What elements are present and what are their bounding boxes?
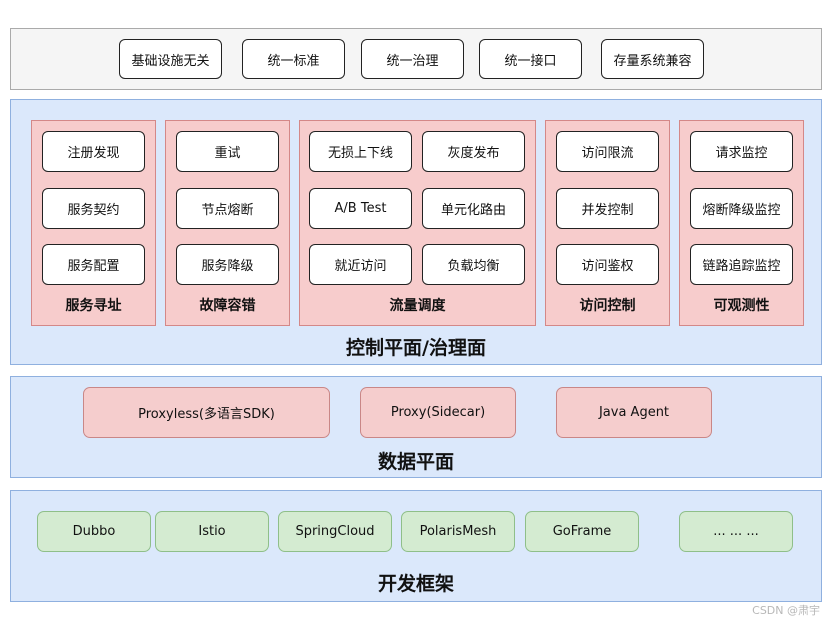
watermark: CSDN @肃宇 [752,604,820,617]
group-item: 请求监控 [690,131,793,172]
group-item: 重试 [176,131,279,172]
group-item: 熔断降级监控 [690,188,793,229]
framework-item: Istio [155,511,269,552]
group-item: 灰度发布 [422,131,525,172]
group-item: 访问限流 [556,131,659,172]
group-item: 无损上下线 [309,131,412,172]
group-item: 服务降级 [176,244,279,285]
group-access-control: 访问限流 并发控制 访问鉴权 访问控制 [545,120,670,326]
principle-box: 统一接口 [479,39,582,79]
group-traffic-scheduling: 无损上下线 灰度发布 A/B Test 单元化路由 就近访问 负载均衡 流量调度 [299,120,536,326]
group-item: A/B Test [309,188,412,229]
group-observability: 请求监控 熔断降级监控 链路追踪监控 可观测性 [679,120,804,326]
principle-box: 统一治理 [361,39,464,79]
group-title: 访问控制 [579,298,636,314]
group-title: 流量调度 [389,298,446,314]
dev-frameworks-title: 开发框架 [377,573,454,595]
data-plane-layer: Proxyless(多语言SDK) Proxy(Sidecar) Java Ag… [10,376,822,478]
control-plane-title: 控制平面/治理面 [346,337,486,359]
group-item: 节点熔断 [176,188,279,229]
data-plane-item: Proxyless(多语言SDK) [83,387,330,438]
group-title: 可观测性 [713,298,770,314]
principle-box: 统一标准 [242,39,345,79]
framework-item: PolarisMesh [401,511,515,552]
data-plane-title: 数据平面 [377,451,454,473]
group-item: 负载均衡 [422,244,525,285]
group-title: 服务寻址 [65,298,122,314]
group-service-addressing: 注册发现 服务契约 服务配置 服务寻址 [31,120,156,326]
data-plane-item: Proxy(Sidecar) [360,387,516,438]
group-item: 服务契约 [42,188,145,229]
framework-item: SpringCloud [278,511,392,552]
group-item: 链路追踪监控 [690,244,793,285]
principles-layer: 基础设施无关 统一标准 统一治理 统一接口 存量系统兼容 [10,28,822,90]
group-item: 并发控制 [556,188,659,229]
group-item: 单元化路由 [422,188,525,229]
group-item: 就近访问 [309,244,412,285]
dev-frameworks-layer: Dubbo Istio SpringCloud PolarisMesh GoFr… [10,490,822,602]
group-title: 故障容错 [199,298,256,314]
group-item: 访问鉴权 [556,244,659,285]
principle-box: 基础设施无关 [119,39,222,79]
group-item: 服务配置 [42,244,145,285]
control-plane-layer: 注册发现 服务契约 服务配置 服务寻址 重试 节点熔断 服务降级 故障容错 无损… [10,99,822,365]
framework-item: Dubbo [37,511,151,552]
group-fault-tolerance: 重试 节点熔断 服务降级 故障容错 [165,120,290,326]
framework-more: ... ... ... [679,511,793,552]
framework-item: GoFrame [525,511,639,552]
principle-box: 存量系统兼容 [601,39,704,79]
group-item: 注册发现 [42,131,145,172]
data-plane-item: Java Agent [556,387,712,438]
